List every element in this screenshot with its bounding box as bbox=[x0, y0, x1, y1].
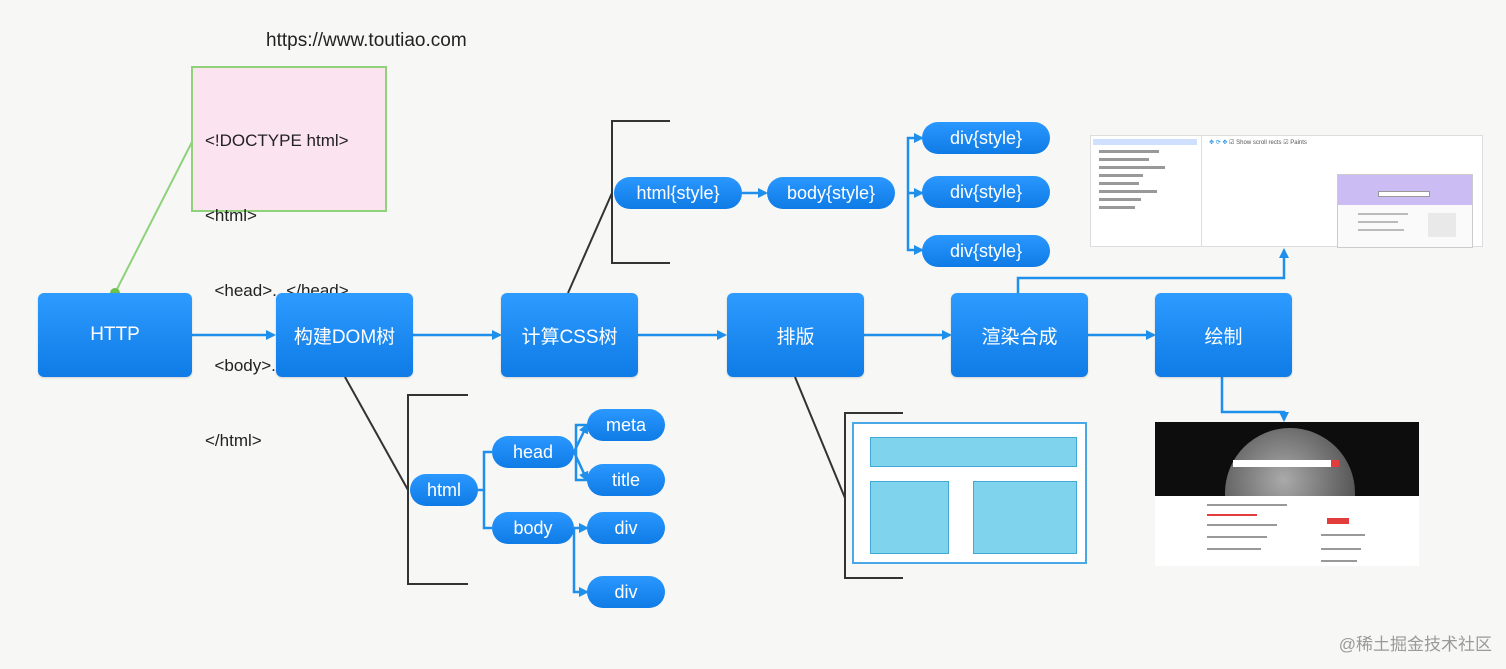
dom-node-meta: meta bbox=[587, 409, 665, 441]
layout-illustration bbox=[852, 422, 1087, 564]
dom-node-html: html bbox=[410, 474, 478, 506]
devtools-toolbar: ✥ ⟳ ✥ ☑ Show scroll rects ☑ Paints bbox=[1209, 139, 1307, 146]
preview-text bbox=[1358, 213, 1408, 215]
checkbox: ☑ bbox=[1229, 140, 1235, 146]
layers-row bbox=[1099, 158, 1149, 161]
layers-row bbox=[1099, 166, 1165, 169]
layout-block-left bbox=[870, 481, 949, 554]
layers-row bbox=[1099, 198, 1141, 201]
page-text bbox=[1207, 524, 1277, 526]
source-line: <html> bbox=[205, 206, 257, 225]
page-text bbox=[1321, 548, 1361, 550]
page-search-button bbox=[1331, 460, 1339, 467]
css-node-body: body{style} bbox=[767, 177, 895, 209]
css-node-html: html{style} bbox=[614, 177, 742, 209]
step-build-dom: 构建DOM树 bbox=[276, 293, 413, 377]
layers-row bbox=[1099, 206, 1135, 209]
page-text bbox=[1321, 534, 1365, 536]
layout-block-header bbox=[870, 437, 1077, 467]
page-login-button bbox=[1327, 518, 1349, 524]
page-text bbox=[1207, 548, 1261, 550]
dom-node-title: title bbox=[587, 464, 665, 496]
source-line: </html> bbox=[205, 431, 262, 450]
preview-search bbox=[1378, 191, 1430, 197]
source-line: <!DOCTYPE html> bbox=[205, 131, 349, 150]
step-compute-css: 计算CSS树 bbox=[501, 293, 638, 377]
dom-node-head: head bbox=[492, 436, 574, 468]
move-icon: ✥ ⟳ ✥ bbox=[1209, 140, 1228, 146]
page-text bbox=[1321, 560, 1357, 562]
devtools-layers-screenshot: ✥ ⟳ ✥ ☑ Show scroll rects ☑ Paints bbox=[1090, 135, 1483, 248]
dom-node-body: body bbox=[492, 512, 574, 544]
rendered-page-screenshot bbox=[1155, 422, 1419, 566]
dom-node-div: div bbox=[587, 576, 665, 608]
page-text bbox=[1207, 536, 1267, 538]
toolbar-check-label: Paints bbox=[1290, 140, 1307, 146]
layers-tree-panel bbox=[1091, 136, 1202, 246]
toolbar-check-label: Show scroll rects bbox=[1236, 140, 1282, 146]
page-search-input bbox=[1233, 460, 1331, 467]
url-label: https://www.toutiao.com bbox=[266, 30, 467, 51]
layers-selected-row bbox=[1093, 139, 1197, 145]
layers-row bbox=[1099, 190, 1157, 193]
css-node-div: div{style} bbox=[922, 122, 1050, 154]
preview-banner bbox=[1338, 175, 1472, 205]
preview-text bbox=[1358, 229, 1404, 231]
layers-row bbox=[1099, 174, 1143, 177]
step-layout: 排版 bbox=[727, 293, 864, 377]
layers-row bbox=[1099, 150, 1159, 153]
html-source-box: <!DOCTYPE html> <html> <head>...</head> … bbox=[191, 66, 387, 450]
layer-preview bbox=[1337, 174, 1473, 248]
watermark: @稀土掘金技术社区 bbox=[1338, 635, 1492, 654]
checkbox: ☑ bbox=[1283, 140, 1289, 146]
css-node-div: div{style} bbox=[922, 235, 1050, 267]
page-hero bbox=[1155, 422, 1419, 496]
step-http: HTTP bbox=[38, 293, 192, 377]
layers-row bbox=[1099, 182, 1139, 185]
preview-text bbox=[1358, 221, 1398, 223]
step-composite: 渲染合成 bbox=[951, 293, 1088, 377]
page-text bbox=[1207, 514, 1257, 516]
dom-node-div: div bbox=[587, 512, 665, 544]
layout-block-right bbox=[973, 481, 1077, 554]
step-paint: 绘制 bbox=[1155, 293, 1292, 377]
css-node-div: div{style} bbox=[922, 176, 1050, 208]
page-text bbox=[1207, 504, 1287, 506]
preview-sidebar bbox=[1428, 213, 1456, 237]
